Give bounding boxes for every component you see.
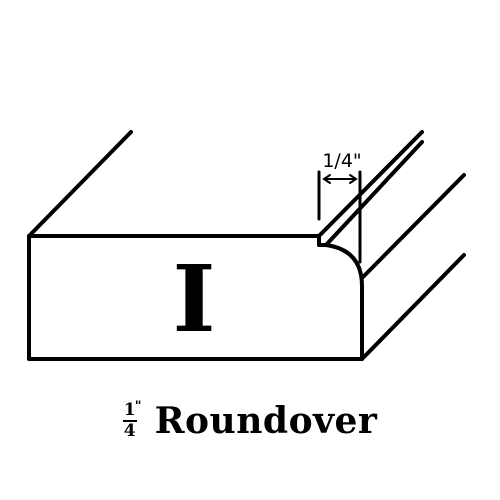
- inch-mark: ": [134, 399, 142, 414]
- fraction-denominator: 4: [123, 421, 136, 441]
- fraction-bar: [122, 420, 137, 422]
- top-left-edge: [27, 130, 133, 238]
- caption: 1 " 4 Roundover: [0, 396, 500, 446]
- dimension-callout: [317, 170, 362, 264]
- side-upper-edge: [360, 173, 466, 280]
- dimension-arrowhead-right: [349, 174, 358, 184]
- dimension-label: 1/4": [322, 150, 361, 172]
- dimension-arrowhead-left: [322, 174, 331, 184]
- top-roundover-edge-lower: [324, 140, 424, 247]
- caption-title: Roundover: [154, 400, 378, 442]
- fraction-numerator: 1: [123, 400, 136, 420]
- caption-fraction: 1 " 4: [122, 399, 141, 441]
- top-roundover-edge-upper: [317, 130, 424, 238]
- side-bottom-edge: [360, 253, 466, 361]
- profile-letter: I: [172, 245, 215, 353]
